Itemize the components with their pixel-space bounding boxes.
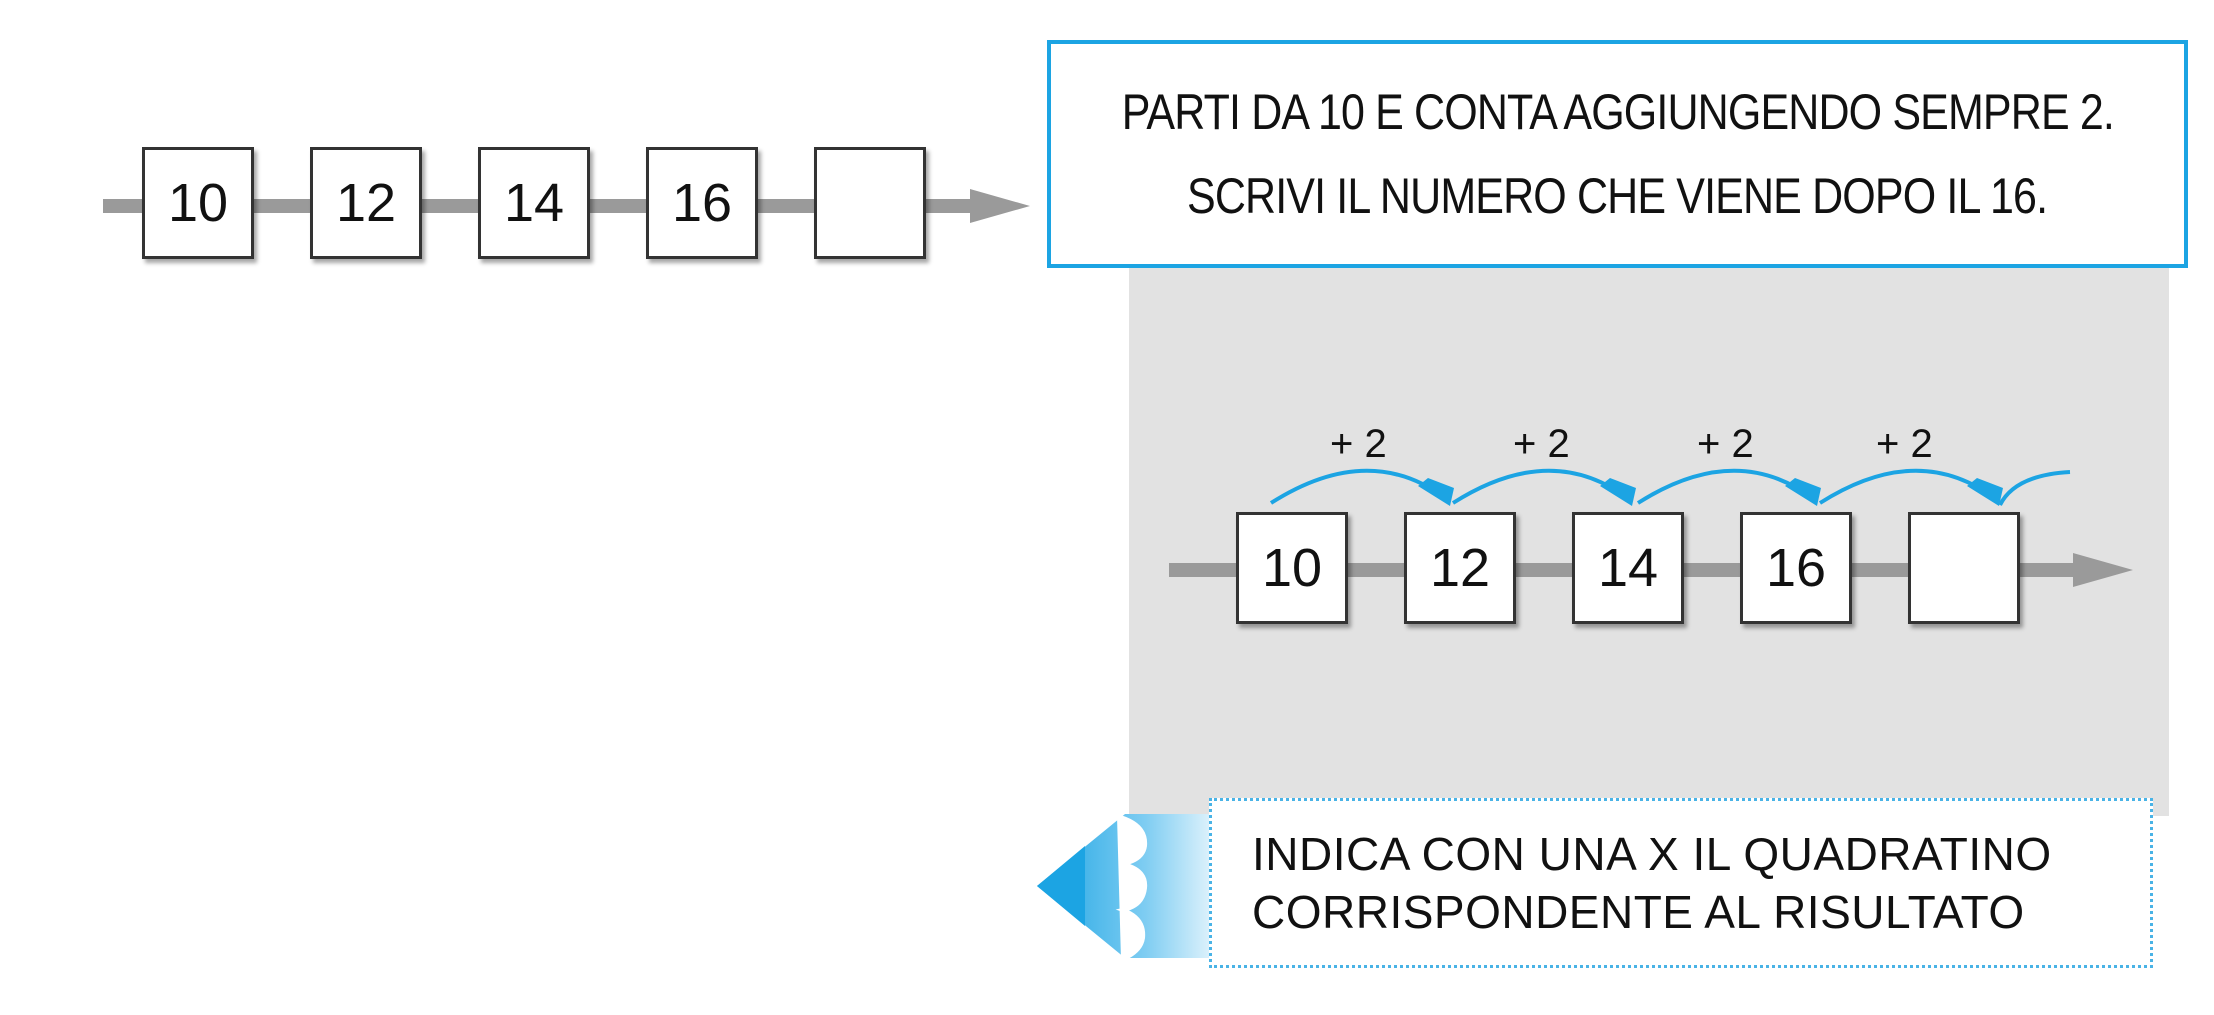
top-box-3: 14 <box>478 147 590 259</box>
top-box-2: 12 <box>310 147 422 259</box>
jump-arc-5-partial <box>1998 470 2071 506</box>
jump-label-1: + 2 <box>1330 422 1387 466</box>
solution-box-2: 12 <box>1404 512 1516 624</box>
jump-label-3: + 2 <box>1697 422 1754 466</box>
hint-line-2: CORRISPONDENTE AL RISULTATO <box>1252 886 2025 938</box>
jump-arrowhead-1 <box>1418 478 1454 506</box>
jump-arrowhead-2 <box>1600 478 1636 506</box>
hint-line-1: INDICA CON UNA X IL QUADRATINO <box>1252 828 2052 880</box>
top-box-4: 16 <box>646 147 758 259</box>
instruction-line-2: SCRIVI IL NUMERO CHE VIENE DOPO IL 16. <box>1187 168 2048 224</box>
jump-label-2: + 2 <box>1513 422 1570 466</box>
jump-label-4: + 2 <box>1876 422 1933 466</box>
pencil-icon <box>1037 814 1235 960</box>
instruction-box: PARTI DA 10 E CONTA AGGIUNGENDO SEMPRE 2… <box>1047 40 2188 268</box>
top-arrowhead <box>970 189 1030 223</box>
instruction-line-1: PARTI DA 10 E CONTA AGGIUNGENDO SEMPRE 2… <box>1121 84 2114 140</box>
solution-answer-box[interactable] <box>1908 512 2020 624</box>
solution-box-4: 16 <box>1740 512 1852 624</box>
jump-arrowhead-4 <box>1967 478 2003 506</box>
top-answer-box[interactable] <box>814 147 926 259</box>
solution-box-1: 10 <box>1236 512 1348 624</box>
top-box-1: 10 <box>142 147 254 259</box>
jump-arrowhead-3 <box>1785 478 1821 506</box>
hint-box: INDICA CON UNA X IL QUADRATINO CORRISPON… <box>1209 798 2153 968</box>
solution-box-3: 14 <box>1572 512 1684 624</box>
solution-arrowhead <box>2073 553 2133 587</box>
